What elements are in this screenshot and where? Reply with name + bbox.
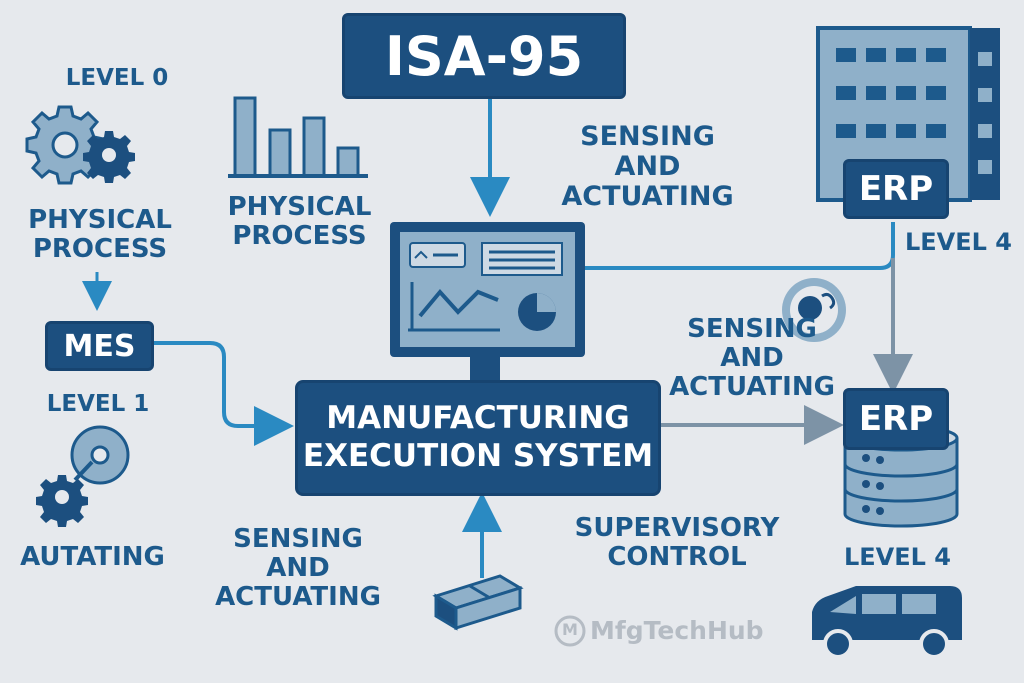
sensing-actuating-bottom-label: SENSING AND ACTUATING (215, 524, 381, 613)
connector-mes-to-mes-box (152, 341, 294, 446)
monitor-dashboard-icon (390, 222, 585, 381)
erp-top-label: ERP (858, 169, 934, 209)
sensing-actuating-mid-label: SENSING AND ACTUATING (669, 314, 835, 403)
erp-bottom-box: ERP (843, 388, 949, 450)
physical-process-center-label: PHYSICAL PROCESS (227, 192, 372, 252)
erp-bottom-label: ERP (858, 399, 934, 439)
watermark-text: MfgTechHub (590, 616, 764, 645)
mes-box: MES (45, 321, 154, 371)
level-4-top-label: LEVEL 4 (904, 228, 1012, 256)
supervisory-control-label: SUPERVISORY CONTROL (574, 513, 780, 573)
gear-disc-icon (36, 425, 130, 527)
box-icon (432, 574, 524, 631)
manufacturing-execution-system-box: MANUFACTURING EXECUTION SYSTEM (295, 380, 661, 496)
signal-icon (782, 278, 846, 342)
erp-top-box: ERP (843, 159, 949, 219)
logo-icon (554, 615, 586, 647)
watermark-logo-letter: M (562, 620, 578, 639)
gears-icon (25, 105, 135, 185)
physical-process-left-label: PHYSICAL PROCESS (28, 205, 172, 265)
level-4-bottom-label: LEVEL 4 (843, 543, 951, 571)
page-title: ISA-95 (384, 24, 584, 88)
manufacturing-execution-system-label: MANUFACTURING EXECUTION SYSTEM (302, 400, 654, 474)
van-icon (812, 586, 962, 659)
bar-chart-icon (228, 96, 368, 178)
autating-label: AUTATING (20, 542, 165, 572)
title-box: ISA-95 (342, 13, 626, 99)
level-1-label: LEVEL 1 (46, 391, 150, 417)
mes-label: MES (63, 328, 136, 364)
connector-monitor-to-erp (585, 222, 895, 270)
sensing-actuating-top-label: SENSING AND ACTUATING (561, 121, 734, 213)
level-0-label: LEVEL 0 (65, 65, 169, 91)
